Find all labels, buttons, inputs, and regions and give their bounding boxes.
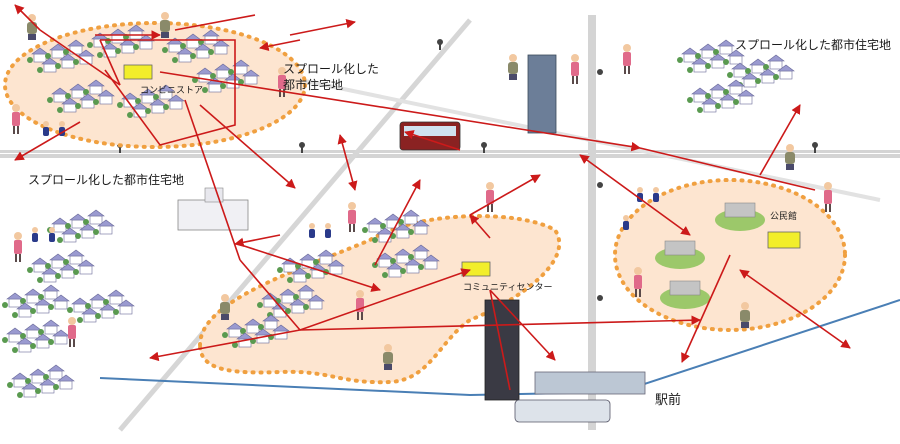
community-center-box (461, 261, 491, 277)
label-station-front: 駅前 (655, 392, 681, 408)
label-convenience-store: コンビニストア (140, 85, 203, 96)
label-sprawl-left: スプロール化した都市住宅地 (28, 172, 184, 187)
label-sprawl-top-center-2: 都市住宅地 (283, 77, 343, 92)
label-public-hall: 公民館 (770, 210, 797, 222)
labels: スプロール化した 都市住宅地 スプロール化した都市住宅地 スプロール化した都市住… (28, 37, 891, 408)
zone-top-left (3, 21, 307, 149)
park-greens (655, 202, 765, 309)
label-sprawl-top-right: スプロール化した都市住宅地 (735, 37, 891, 52)
convenience-store-box (123, 64, 153, 80)
street-lamps (117, 39, 818, 301)
train (514, 399, 611, 423)
public-hall-box (767, 231, 801, 249)
station-building (534, 371, 646, 395)
tower-top (527, 54, 557, 134)
zone-center (197, 214, 562, 385)
buildings (177, 54, 646, 423)
movement-arrows (14, 4, 851, 391)
label-sprawl-top-center: スプロール化した (283, 62, 379, 76)
label-community-center: コミュニティセンター (463, 282, 552, 293)
hospital (177, 199, 249, 231)
